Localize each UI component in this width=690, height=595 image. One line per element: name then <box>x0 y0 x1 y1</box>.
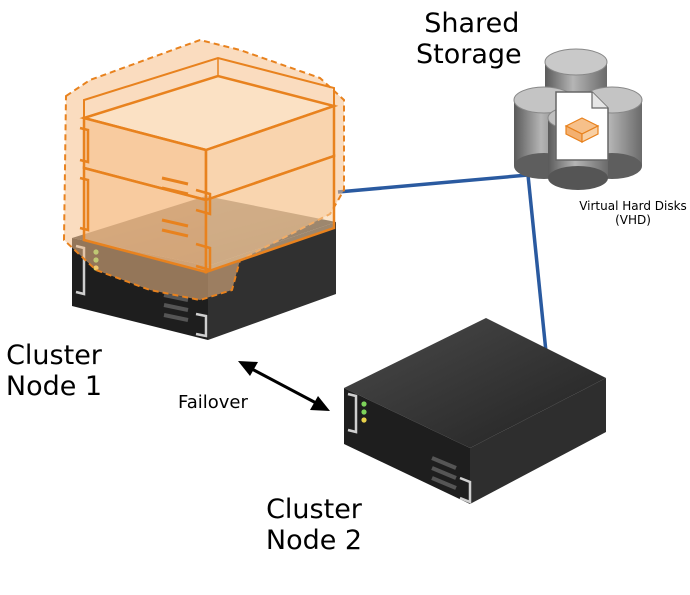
shared-storage-label: Shared Storage <box>416 8 522 70</box>
vhd-document-icon <box>555 91 609 161</box>
node2-line1: Cluster <box>266 494 362 525</box>
link-node2-storage <box>526 174 548 353</box>
cluster-node-2-label: Cluster Node 2 <box>262 494 366 556</box>
link-node1-storage <box>337 173 529 194</box>
failover-arrow-icon <box>238 361 330 411</box>
vhd-line2: (VHD) <box>615 212 651 227</box>
vhd-line1: Virtual Hard Disks <box>579 199 687 213</box>
node1-line1: Cluster <box>6 340 102 371</box>
node1-line2: Node 1 <box>5 371 103 403</box>
failover-label: Failover <box>178 392 248 413</box>
shared-storage-line2: Storage <box>416 39 522 71</box>
node2-line2: Node 2 <box>265 525 363 557</box>
storage-connection-lines <box>337 173 548 353</box>
cluster-node-1-label: Cluster Node 1 <box>2 340 106 402</box>
shared-storage-line1: Shared <box>424 8 520 39</box>
virtual-machine-icon <box>62 38 345 302</box>
vhd-label: Virtual Hard Disks (VHD) <box>578 199 688 228</box>
server-node-2 <box>344 318 606 504</box>
